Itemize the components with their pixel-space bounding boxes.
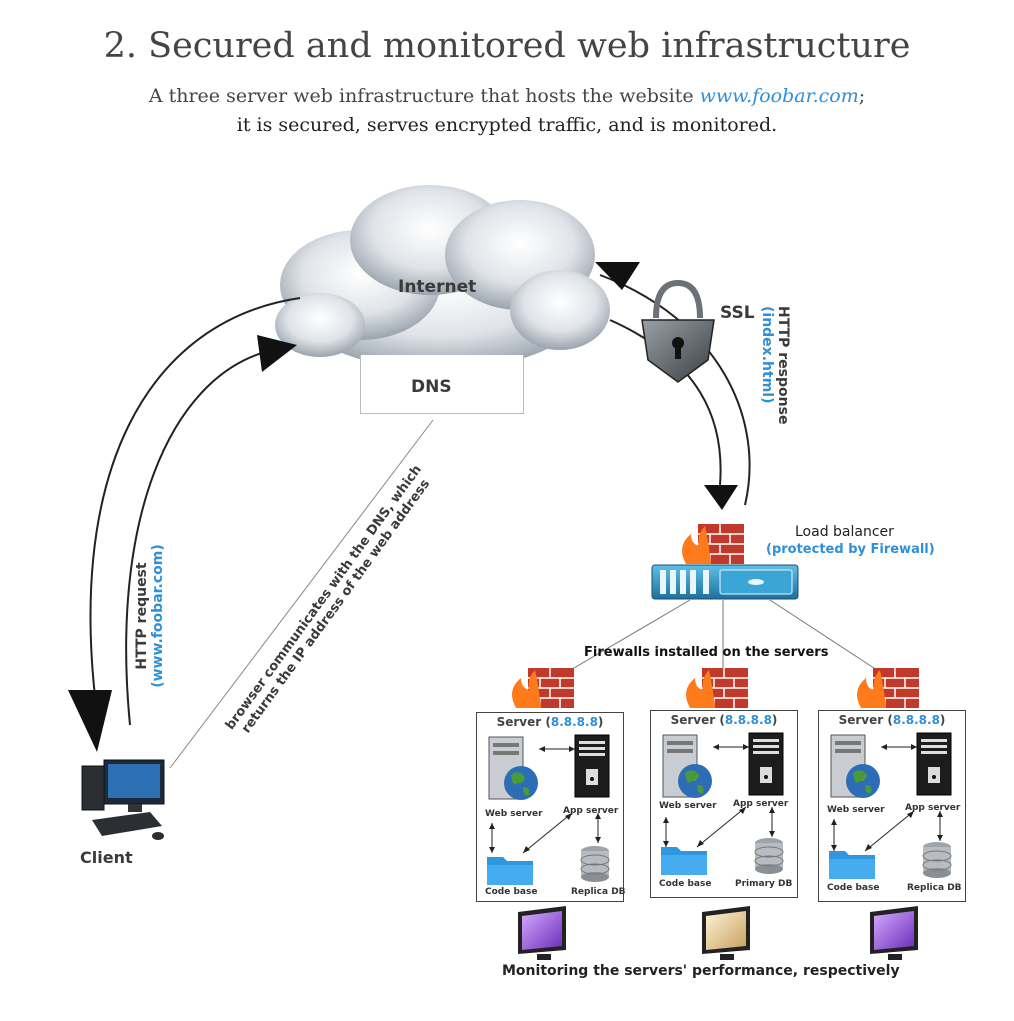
globe-icon [846,764,880,798]
http-request-label: HTTP request [134,562,150,670]
dns-line [169,419,434,769]
load-balancer-icon [651,564,799,600]
app-server-icon [574,734,610,798]
internet-label: Internet [398,277,477,297]
arrow-head-down-right [704,485,738,510]
code-base-label: Code base [485,887,538,897]
app-server-icon [916,732,952,796]
globe-icon [504,766,538,800]
page-title: 2. Secured and monitored web infrastruct… [103,26,911,66]
folder-icon [661,847,707,875]
client-label: Client [80,848,133,867]
server-box: Server (8.8.8.8) Web server App server C… [650,710,798,898]
http-response-text: HTTP response (index.html) [759,306,791,526]
subtitle-line1: A three server web infrastructure that h… [0,85,1014,107]
http-response-detail: (index.html) [759,306,775,404]
dns-label: DNS [411,377,452,397]
http-response-label: HTTP response [775,306,791,425]
globe-icon [678,764,712,798]
monitoring-caption: Monitoring the servers' performance, res… [502,963,900,979]
folder-icon [487,857,533,885]
database-icon [754,838,784,874]
server-title: Server (8.8.8.8) [670,713,778,727]
website-link[interactable]: www.foobar.com [699,85,859,107]
database-icon [922,842,952,878]
monitor-icon [870,906,918,960]
web-server-label: Web server [827,805,885,815]
load-balancer-detail: (protected by Firewall) [766,542,935,557]
db-label: Primary DB [735,879,793,889]
monitor-icon [518,906,566,960]
http-request-text: HTTP request (www.foobar.com) [134,516,166,716]
code-base-label: Code base [827,883,880,893]
server-firewall-icon [857,668,919,708]
app-server-label: App server [905,803,961,813]
load-balancer-label: Load balancer [795,524,894,540]
http-request-detail: (www.foobar.com) [150,544,166,688]
server-firewall-icon [686,668,748,708]
code-base-label: Code base [659,879,712,889]
dns-box [360,355,524,414]
arrow-head-down-left [68,690,112,752]
server-ip: 8.8.8.8 [724,713,772,727]
server-box: Server (8.8.8.8) Web server App server C… [476,712,626,902]
server-internals [487,734,610,885]
arrow-head-up-right [595,262,640,290]
db-label: Replica DB [571,887,626,897]
server-title: Server (8.8.8.8) [838,713,946,727]
app-server-label: App server [733,799,789,809]
server-internals [661,732,784,875]
http-request-arrows [89,297,301,736]
database-icon [580,846,610,882]
cloud-icon [275,185,610,370]
web-server-label: Web server [485,809,543,819]
client-computer-icon [81,759,165,840]
subtitle-prefix: A three server web infrastructure that h… [148,85,700,107]
server-box: Server (8.8.8.8) Web server App server C… [818,710,966,902]
monitor-icon [702,906,750,960]
db-label: Replica DB [907,883,962,893]
ssl-label: SSL [720,303,755,323]
lock-icon [641,279,715,383]
server-internals [829,732,952,879]
app-server-label: App server [563,806,619,816]
server-ip: 8.8.8.8 [892,713,940,727]
subtitle-suffix: ; [858,85,866,107]
lb-firewall-icon [682,524,744,564]
server-title: Server (8.8.8.8) [496,715,604,729]
folder-icon [829,851,875,879]
server-ip: 8.8.8.8 [550,715,598,729]
arrow-head-up-cloud [257,335,297,372]
http-response-arrows [599,274,751,506]
server-firewall-icon [512,668,574,708]
firewalls-note: Firewalls installed on the servers [584,645,829,660]
app-server-icon [748,732,784,796]
subtitle-line2: it is secured, serves encrypted traffic,… [236,114,778,136]
web-server-label: Web server [659,801,717,811]
